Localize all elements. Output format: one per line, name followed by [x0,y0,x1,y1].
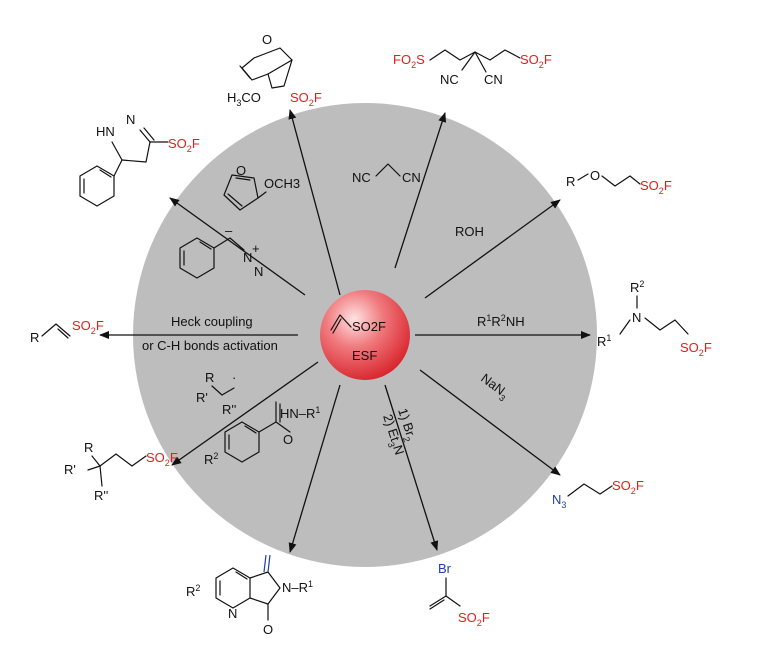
alkyl-so2f: SO2F [146,450,178,468]
reagent-roh: ROH [455,224,484,239]
lactam-o: O [263,622,273,637]
heck-line2: or C-H bonds activation [142,338,278,353]
product-alkyl-sulfonyl-fluoride: R R' R'' SO2F [64,440,178,503]
diazo-n1: N [243,250,252,265]
ether-o: O [590,168,600,183]
arrows [99,109,591,553]
pyrazoline-so2f: SO2F [168,136,200,154]
product-azide: N3 SO2F [552,478,644,510]
radical-r: R [205,370,214,385]
nc-label: NC [352,170,371,185]
amide-o: O [283,432,293,447]
product-vinyl-sulfonyl-fluoride: R SO2F [30,318,104,345]
disulfonyl-nc: NC [440,72,459,87]
disulfonyl-so2f: SO2F [520,52,552,70]
product-bromovinyl: Br SO2F [429,561,490,628]
arrow-bromo [384,384,439,551]
alkyl-r2: R'' [94,488,108,503]
diazo-plus: + [252,241,260,256]
vinyl-so2f: SO2F [72,318,104,336]
amide-r2: R2 [204,451,218,467]
reagent-methoxyfuran: O OCH3 [223,163,300,211]
bromo-br: Br [438,561,452,576]
product-disulfonyl: FO2S NC CN SO2F [393,49,552,87]
product-amine: R2 N R1 SO2F [597,279,712,358]
ether-r: R [566,174,575,189]
lactam-nr1: N–R1 [282,579,313,595]
amine-so2f: SO2F [680,340,712,358]
diazo-n2: N [254,264,263,279]
amine-n: N [632,310,641,325]
arrow-ether [424,199,561,299]
arrow-alkyl [171,361,319,466]
pyrazoline-n: N [126,112,135,127]
lactam-pyridine-n: N [228,606,237,621]
heck-line1: Heck coupling [171,314,253,329]
arrow-pyrazoline [169,197,306,296]
alkyl-r1: R' [64,462,76,477]
esf-center: SO2F ESF [320,290,410,380]
esf-group: SO2F [352,319,386,334]
cn-label: CN [402,170,421,185]
amide-hn: HN–R1 [280,405,320,421]
disulfonyl-fo2s: FO2S [393,52,425,70]
methoxy-label: OCH3 [264,176,300,191]
alkyl-r: R [84,440,93,455]
vinyl-r: R [30,330,39,345]
lactam-r2: R2 [186,583,200,599]
bicyclo-meo: H3CO [227,90,261,108]
bicyclo-o: O [262,32,272,47]
reagent-picolinamide: HN–R1 O R2 [204,401,320,467]
azide-so2f: SO2F [612,478,644,496]
product-methylene-lactam: R2 N N–R1 O [186,554,313,637]
amine-r2: R2 [630,279,644,295]
radical-r2: R'' [222,402,236,417]
bromo-so2f: SO2F [458,610,490,628]
product-bicyclo-sulfonyl-fluoride: O H3CO SO2F [227,32,322,108]
svg-text:SO2F: SO2F [352,319,386,334]
reagent-diazo: – N + N [179,223,263,279]
ether-so2f: SO2F [640,178,672,196]
pyrazoline-hn: HN [96,124,115,139]
amine-r1: R1 [597,333,611,349]
radical-dot: · [232,370,236,385]
esf-label: ESF [352,348,377,363]
reagent-malononitrile: NC CN [352,163,421,185]
reagent-radical: R R' R'' · [196,370,236,417]
azide-n3: N3 [552,492,566,510]
arrow-bicyclo [288,109,341,296]
arrow-disulfonyl [394,112,447,269]
arrow-azide [419,369,561,476]
disulfonyl-cn: CN [484,72,503,87]
reagent-amine: R1R2NH [477,313,525,329]
diazo-minus: – [225,223,233,238]
arrow-lactam [288,384,341,553]
bicyclo-so2f: SO2F [290,90,322,108]
svg-text:O: O [236,163,246,178]
radical-r1: R' [196,390,208,405]
product-pyrazoline: HN N SO2F [79,112,200,207]
esf-sphere [320,290,410,380]
product-ether: R O SO2F [566,168,672,196]
